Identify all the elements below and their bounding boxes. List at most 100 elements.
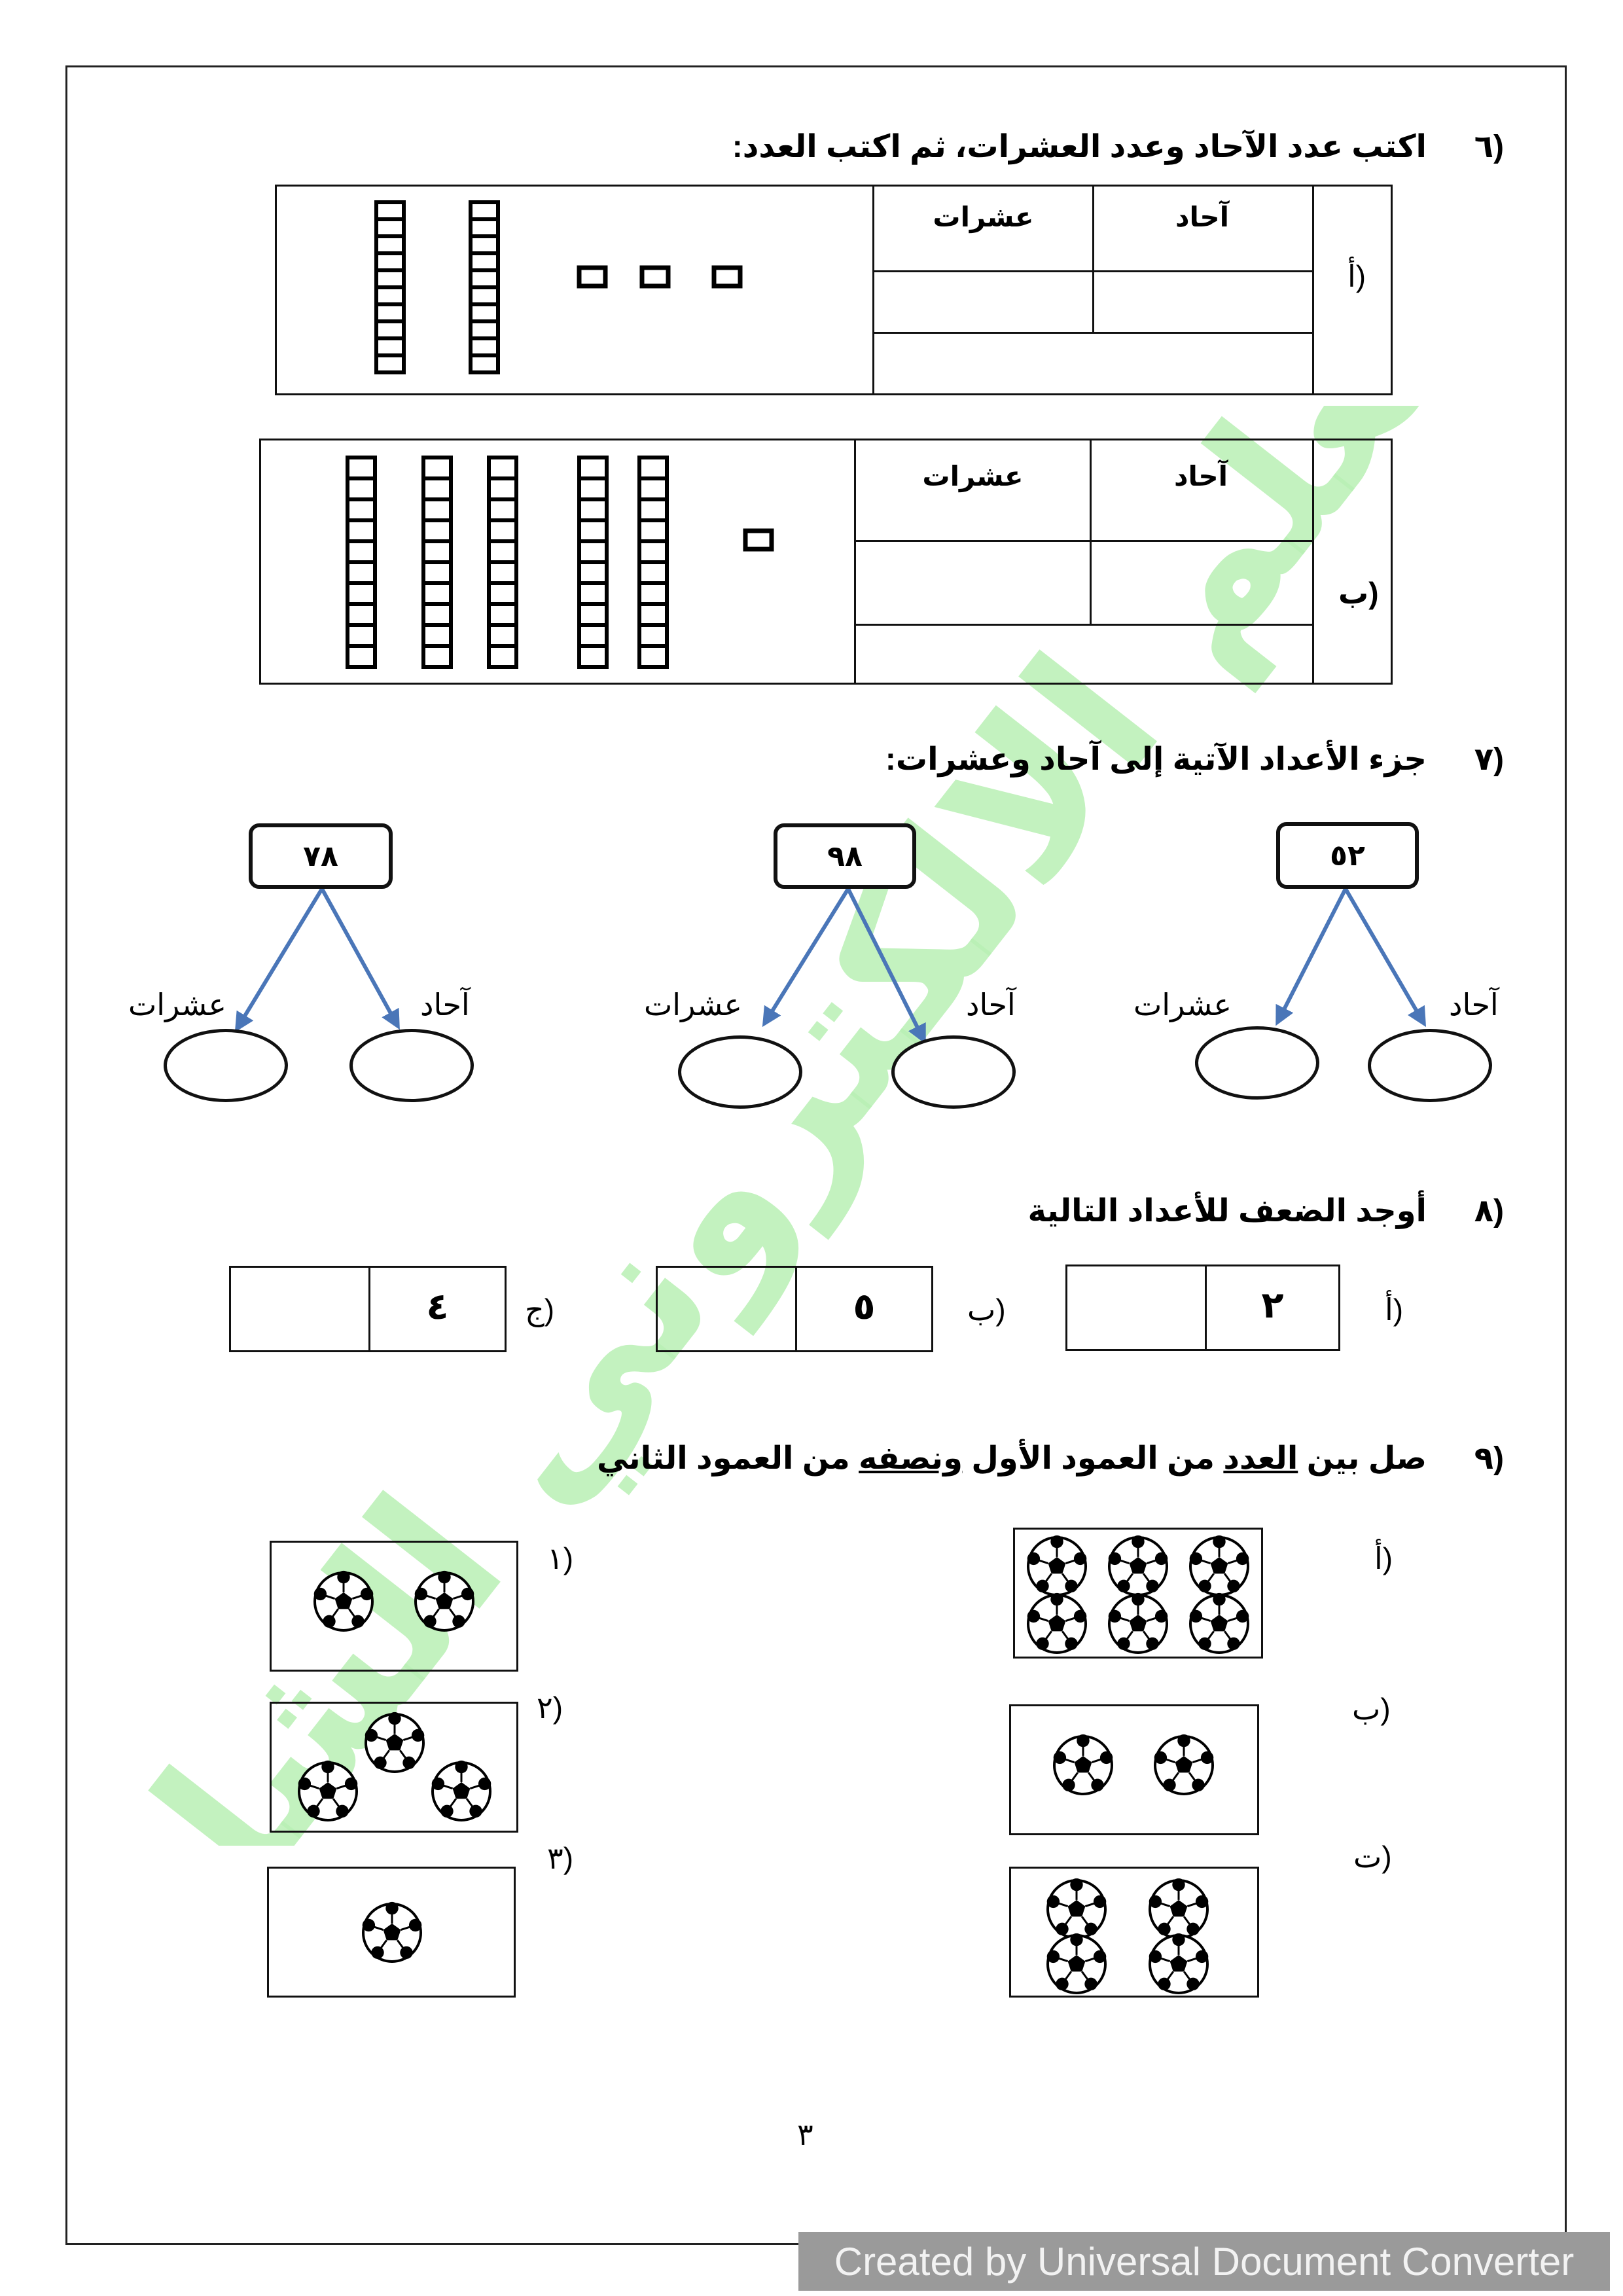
footer-banner: Created by Universal Document Converter [798, 2232, 1610, 2291]
q8-b-answer[interactable] [660, 1270, 793, 1348]
q9-col1-a-box[interactable] [1013, 1528, 1263, 1659]
soccer-ball-icon [313, 1570, 374, 1632]
soccer-ball-icon [1046, 1878, 1107, 1939]
q6-row-a-table: آحاد عشرات أ) [275, 185, 1393, 395]
q7-tree-3-ones-label: آحاد [420, 988, 470, 1022]
q9-col2-2-label: ٢) [537, 1691, 563, 1725]
q9-col1-b-box[interactable] [1009, 1704, 1259, 1835]
q6-a-label: أ) [1347, 259, 1366, 293]
q7-tree-3-tens-answer[interactable] [164, 1029, 288, 1102]
q6-row-b-table: آحاد عشرات ب) [259, 439, 1393, 685]
q9-col2-3-box[interactable] [267, 1867, 516, 1998]
q9-col2-1-balls [313, 1570, 474, 1632]
q6-b-tens-answer[interactable] [858, 544, 1087, 621]
soccer-ball-icon [1108, 1592, 1168, 1654]
soccer-ball-icon [1189, 1535, 1249, 1596]
q6-b-label: ب) [1338, 576, 1379, 610]
q7-tree-2-tens-label: عشرات [644, 988, 742, 1022]
q7-trees-arrows [234, 888, 1427, 1045]
q6-a-number-answer[interactable] [876, 336, 1310, 392]
q8-a-answer[interactable] [1070, 1269, 1202, 1346]
unit-cube [711, 265, 743, 289]
q9-col2-2-balls [298, 1712, 491, 1821]
tens-rod [469, 200, 500, 374]
q9-col1-b-balls [1053, 1734, 1214, 1795]
page-number: ٣ [797, 2117, 813, 2151]
q7-tree-2-number: ٩٨ [774, 823, 916, 889]
q7-tree-2-ones-label: آحاد [966, 988, 1016, 1022]
q6-a-tens-answer[interactable] [876, 274, 1090, 331]
q9-col2-1-box[interactable] [270, 1541, 518, 1672]
soccer-ball-icon [1027, 1535, 1087, 1596]
q6-b-number-answer[interactable] [858, 628, 1310, 680]
q8-b-label: ب) [967, 1293, 1006, 1327]
q7-tree-3-tens-label: عشرات [128, 988, 226, 1022]
q8-c-value: ٤ [426, 1285, 449, 1327]
q8-b-box: ٥ [656, 1266, 933, 1352]
q7-tree-1-number: ٥٢ [1276, 822, 1419, 889]
q9-col2-2-box[interactable] [270, 1702, 518, 1833]
soccer-ball-icon [1027, 1592, 1087, 1654]
q7-tree-2-ones-answer[interactable] [891, 1035, 1016, 1109]
q6-a-tens-header: عشرات [933, 202, 1034, 232]
tens-rod [637, 456, 669, 669]
q7-tree-1-ones-label: آحاد [1449, 988, 1499, 1022]
q6-a-ones-header: آحاد [1175, 202, 1229, 232]
q7-title: جزء الأعداد الآتية إلى آحاد وعشرات: [885, 742, 1427, 777]
soccer-ball-icon [365, 1712, 425, 1773]
soccer-ball-icon [298, 1760, 358, 1821]
soccer-ball-icon [414, 1570, 474, 1632]
q7-tree-1-ones-answer[interactable] [1368, 1029, 1492, 1102]
q8-a-label: أ) [1385, 1293, 1404, 1327]
q9-col1-a-balls [1027, 1535, 1249, 1654]
q6-b-ones-header: آحاد [1174, 461, 1228, 492]
q9-col2-3-balls [362, 1901, 422, 1963]
q6-b-ones-answer[interactable] [1094, 544, 1310, 621]
q9-col1-c-box[interactable] [1009, 1867, 1259, 1998]
soccer-ball-icon [1149, 1878, 1209, 1939]
q6-a-base-ten-blocks [374, 200, 743, 374]
q9-col1-a-label: أ) [1374, 1541, 1393, 1575]
q8-b-value: ٥ [853, 1285, 876, 1327]
q6-b-base-ten-blocks [346, 456, 774, 669]
q7-tree-3-ones-answer[interactable] [349, 1029, 474, 1102]
q7-tree-2-tens-answer[interactable] [678, 1035, 802, 1109]
tens-rod [346, 456, 377, 669]
q6-title: اكتب عدد الآحاد وعدد العشرات، ثم اكتب ال… [732, 130, 1427, 164]
q8-c-answer[interactable] [234, 1270, 366, 1348]
soccer-ball-icon [1046, 1933, 1107, 1994]
q9-col1-c-label: ت) [1353, 1840, 1392, 1874]
q8-c-label: ج) [525, 1293, 555, 1327]
q9-col1-c-balls [1046, 1878, 1209, 1994]
q9-number: ٩) [1474, 1441, 1504, 1476]
soccer-ball-icon [362, 1901, 422, 1963]
tens-rod [577, 456, 609, 669]
tens-rod [487, 456, 518, 669]
tens-rod [374, 200, 406, 374]
q8-title: أوجد الضعف للأعداد التالية [1027, 1194, 1427, 1229]
soccer-ball-icon [1108, 1535, 1168, 1596]
tens-rod [421, 456, 453, 669]
unit-cube [577, 265, 608, 289]
q7-tree-3-number: ٧٨ [249, 823, 393, 889]
q7-tree-1-tens-answer[interactable] [1195, 1026, 1319, 1100]
q9-col2-1-label: ١) [547, 1541, 574, 1575]
soccer-ball-icon [431, 1760, 491, 1821]
q7-tree-1-tens-label: عشرات [1133, 988, 1232, 1022]
q7-number: ٧) [1474, 742, 1504, 777]
q8-a-box: ٢ [1065, 1265, 1340, 1351]
unit-cube [743, 528, 774, 552]
q6-a-ones-answer[interactable] [1096, 274, 1310, 331]
soccer-ball-icon [1154, 1734, 1214, 1795]
q6-number: ٦) [1474, 130, 1504, 164]
q8-a-value: ٢ [1261, 1284, 1284, 1325]
q9-title: صل بين العدد من العمود الأول ونصفه من ال… [597, 1441, 1427, 1476]
soccer-ball-icon [1053, 1734, 1113, 1795]
unit-cube [639, 265, 671, 289]
soccer-ball-icon [1189, 1592, 1249, 1654]
q9-col1-b-label: ب) [1352, 1692, 1391, 1726]
soccer-ball-icon [1149, 1933, 1209, 1994]
q8-c-box: ٤ [229, 1266, 507, 1352]
q6-b-tens-header: عشرات [922, 461, 1024, 492]
q9-col2-3-label: ٣) [547, 1841, 574, 1875]
